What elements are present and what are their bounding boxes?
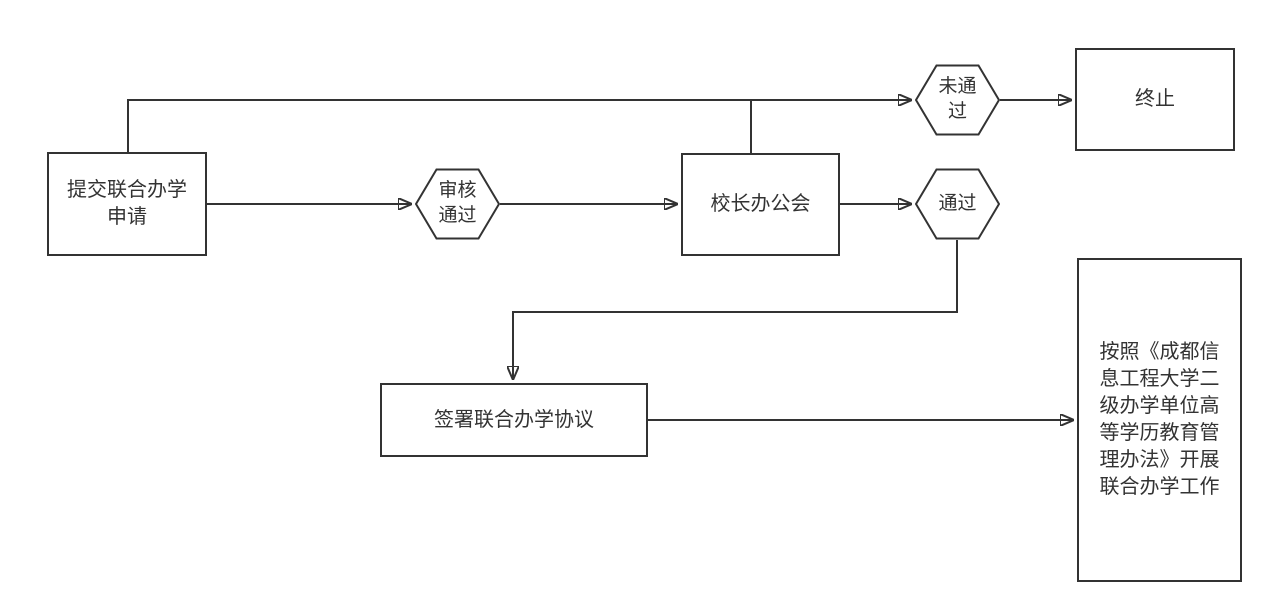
node-submit-application: 提交联合办学 申请	[47, 152, 207, 256]
node-review-passed: 审核 通过	[415, 168, 500, 240]
hexagon-shape-icon	[915, 64, 1000, 136]
node-not-passed-label: 未通 过	[938, 76, 977, 122]
node-sign-agreement-label: 签署联合办学协议	[434, 408, 594, 431]
edge-passed-to-sign	[513, 240, 958, 379]
node-president-meeting-label: 校长办公会	[710, 193, 811, 215]
node-sign-agreement: 签署联合办学协议	[380, 383, 648, 457]
node-terminate: 终止	[1075, 48, 1235, 151]
node-policy-implementation-label: 按照《成都信 息工程大学二 级办学单位高 等学历教育管 理办法》开展 联合办学工…	[1099, 341, 1220, 498]
edge-submit-to-notpassed	[127, 100, 911, 152]
node-passed-label: 通过	[938, 192, 977, 214]
node-submit-application-label: 提交联合办学 申请	[67, 179, 187, 228]
node-president-meeting: 校长办公会	[681, 153, 840, 256]
node-terminate-label: 终止	[1135, 88, 1175, 110]
node-policy-implementation: 按照《成都信 息工程大学二 级办学单位高 等学历教育管 理办法》开展 联合办学工…	[1077, 258, 1242, 582]
node-review-passed-label: 审核 通过	[438, 180, 477, 226]
node-not-passed: 未通 过	[915, 64, 1000, 136]
hexagon-shape-icon	[915, 168, 1000, 240]
hexagon-shape-icon	[415, 168, 500, 240]
node-passed: 通过	[915, 168, 1000, 240]
